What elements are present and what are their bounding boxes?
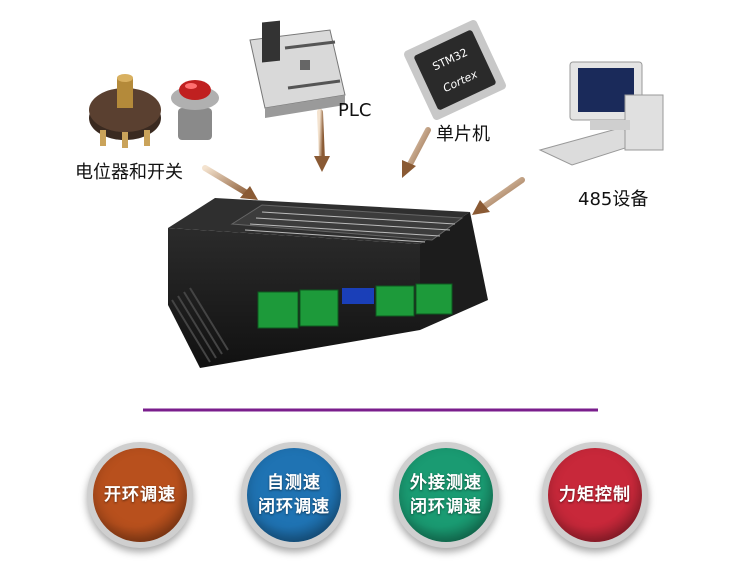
mode-tree — [141, 358, 600, 442]
mcu-chip-image: STM32 Cortex — [404, 19, 506, 121]
mode-text-line2: 闭环调速 — [410, 497, 482, 517]
mode-circle-self-speed-closed-loop: 自测速 闭环调速 — [241, 442, 347, 548]
mode-text-line1: 外接测速 — [410, 473, 482, 493]
label-potentiometer-switch: 电位器和开关 — [75, 162, 183, 183]
plc-image — [249, 20, 346, 118]
mode-circle-torque-control: 力矩控制 — [542, 442, 648, 548]
mode-circle-open-loop: 开环调速 — [87, 442, 193, 548]
mode-text-line2: 闭环调速 — [258, 497, 330, 517]
push-button-image — [171, 80, 219, 140]
arrow-mcu — [402, 127, 431, 178]
label-mcu: 单片机 — [436, 124, 490, 145]
arrow-485 — [472, 177, 525, 215]
label-plc: PLC — [338, 100, 372, 121]
label-485-device: 485设备 — [578, 189, 649, 210]
computer-image — [538, 61, 664, 166]
arrow-potentiometer — [202, 165, 258, 200]
arrow-plc — [314, 109, 330, 172]
potentiometer-image — [89, 74, 161, 148]
driver-device-image — [168, 198, 488, 368]
mode-text-line1: 自测速 — [267, 473, 321, 493]
mode-text: 力矩控制 — [559, 485, 631, 505]
mode-circle-external-speed-closed-loop: 外接测速 闭环调速 — [393, 442, 499, 548]
mode-text: 开环调速 — [104, 485, 176, 505]
